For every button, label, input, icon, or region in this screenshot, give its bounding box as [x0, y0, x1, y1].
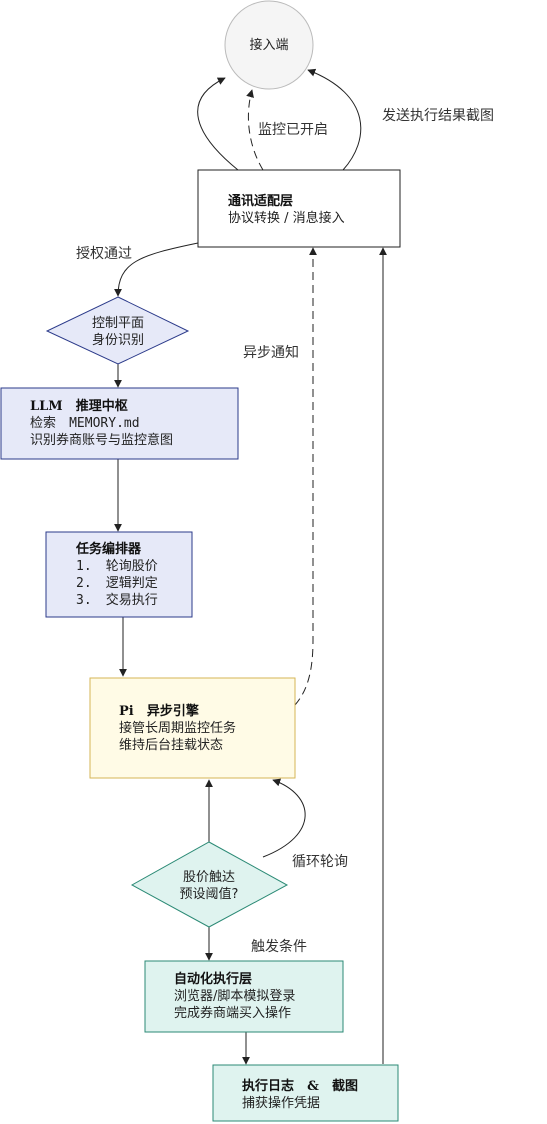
node-threshold: 股价触达 预设阈值?	[130, 841, 289, 928]
llm-title-b: 推理中枢	[76, 398, 128, 414]
step-3-text: 交易执行	[106, 592, 158, 608]
edge-monitor-on	[246, 89, 264, 171]
step-1-num: 1.	[76, 559, 92, 574]
step-2-text: 逻辑判定	[106, 576, 158, 591]
pi-title-a: Pi	[119, 704, 134, 719]
edge-auth-passed	[114, 242, 199, 297]
adapter-line1: 协议转换 / 消息接入	[228, 210, 345, 226]
automation-line1: 浏览器/脚本模拟登录	[174, 988, 295, 1004]
edge-loop-poll	[262, 778, 306, 858]
pi-title: Pi 异步引擎	[119, 700, 199, 719]
pi-title-b: 异步引擎	[147, 703, 199, 719]
node-client: 接入端	[224, 0, 314, 90]
label-auth-passed: 授权通过	[76, 246, 132, 262]
node-automation: 自动化执行层 浏览器/脚本模拟登录 完成券商端买入操作	[144, 960, 344, 1033]
node-adapter: 通讯适配层 协议转换 / 消息接入	[197, 169, 401, 248]
automation-line2: 完成券商端买入操作	[174, 1005, 291, 1021]
llm-title: LLM 推理中枢	[30, 395, 128, 414]
step-1-text: 轮询股价	[106, 559, 158, 574]
llm-line1-a: 检索	[30, 416, 56, 431]
llm-title-a: LLM	[30, 399, 63, 414]
node-orchestrator: 任务编排器 1. 轮询股价 2. 逻辑判定 3. 交易执行	[45, 531, 193, 618]
label-monitor-on: 监控已开启	[258, 122, 328, 138]
orchestrator-title: 任务编排器	[75, 541, 142, 557]
llm-line1: 检索 MEMORY.md	[30, 412, 140, 431]
node-pi: Pi 异步引擎 接管长周期监控任务 维持后台挂载状态	[89, 677, 296, 779]
llm-box	[0, 387, 239, 460]
automation-title: 自动化执行层	[174, 971, 252, 987]
log-title-c: 截图	[332, 1078, 358, 1094]
node-log: 执行日志 & 截图 捕获操作凭据	[212, 1064, 399, 1122]
log-title: 执行日志 & 截图	[242, 1075, 358, 1094]
label-async-notify: 异步通知	[243, 344, 299, 361]
llm-line2: 识别券商账号与监控意图	[30, 432, 173, 448]
threshold-diamond	[130, 841, 289, 928]
automation-box	[144, 960, 344, 1033]
log-title-a: 执行日志	[242, 1078, 294, 1094]
orchestrator-step-2: 2. 逻辑判定	[76, 572, 158, 591]
pi-line1: 接管长周期监控任务	[119, 720, 236, 736]
threshold-line2: 预设阈值?	[180, 886, 239, 902]
log-line1: 捕获操作凭据	[242, 1095, 320, 1111]
control-diamond	[45, 296, 190, 365]
log-box	[212, 1064, 399, 1122]
label-trigger: 触发条件	[251, 938, 307, 955]
control-line1: 控制平面	[92, 316, 144, 331]
label-loop-poll: 循环轮询	[292, 854, 348, 870]
node-llm: LLM 推理中枢 检索 MEMORY.md 识别券商账号与监控意图	[0, 387, 239, 460]
client-label: 接入端	[249, 37, 288, 53]
llm-line1-b: MEMORY.md	[69, 416, 139, 431]
edge-adapter-client-left	[197, 77, 239, 171]
edge-async-notify	[294, 247, 317, 706]
adapter-title: 通讯适配层	[228, 193, 293, 209]
orchestrator-step-3: 3. 交易执行	[76, 589, 158, 608]
threshold-line1: 股价触达	[183, 870, 235, 885]
node-control: 控制平面 身份识别	[45, 296, 190, 365]
pi-line2: 维持后台挂载状态	[119, 738, 223, 753]
orchestrator-step-1: 1. 轮询股价	[76, 555, 158, 574]
adapter-box	[197, 169, 401, 248]
orchestrator-box	[45, 531, 193, 618]
pi-box	[89, 677, 296, 779]
control-line2: 身份识别	[92, 332, 144, 348]
step-2-num: 2.	[76, 576, 92, 591]
edge-adapter-client-right	[307, 68, 362, 171]
step-3-num: 3.	[76, 593, 92, 608]
log-title-b: &	[307, 1079, 319, 1094]
label-send-result: 发送执行结果截图	[382, 108, 494, 124]
client-circle	[224, 0, 314, 90]
